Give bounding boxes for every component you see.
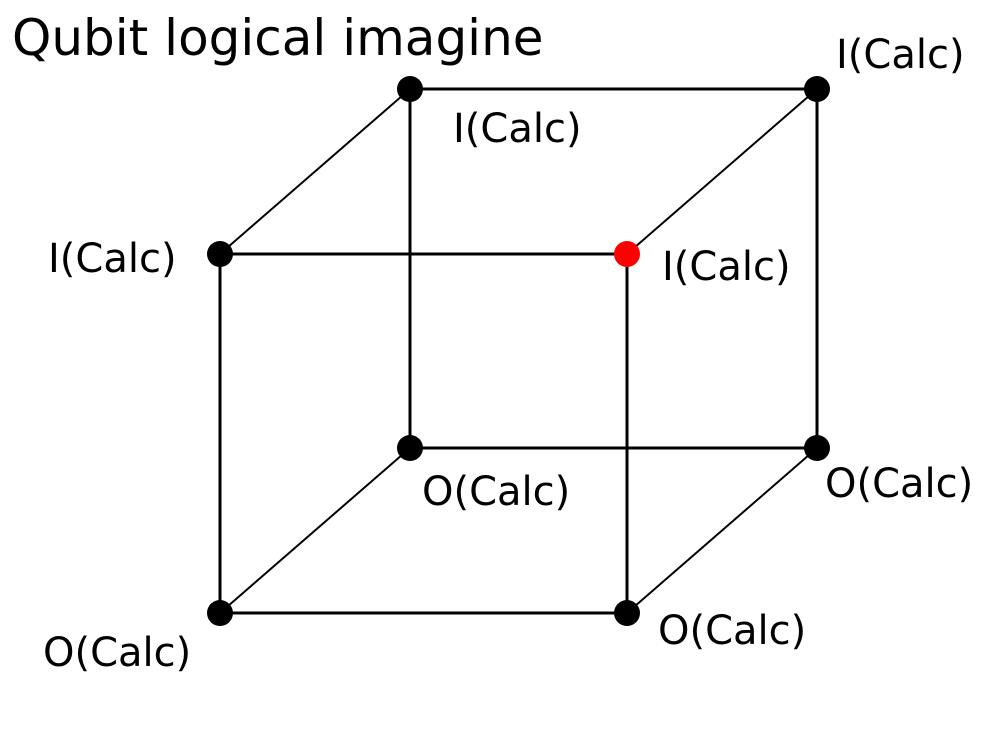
- label-front-top-right: I(Calc): [662, 244, 791, 290]
- vertex-back-bottom-right: [804, 435, 830, 461]
- vertex-front-top-left: [207, 241, 233, 267]
- edge-depth-top-right: [626, 88, 818, 255]
- cube-vertices: [207, 76, 830, 626]
- label-back-top-left: I(Calc): [453, 106, 582, 152]
- vertex-back-top-left: [397, 76, 423, 102]
- edge-depth-top-left: [219, 88, 411, 255]
- vertex-labels: I(Calc) I(Calc) I(Calc) I(Calc) O(Calc) …: [43, 32, 973, 676]
- label-front-bottom-right: O(Calc): [658, 608, 806, 654]
- diagram-title: Qubit logical imagine: [12, 9, 544, 67]
- label-front-bottom-left: O(Calc): [43, 630, 191, 676]
- vertex-front-top-right: [614, 241, 640, 267]
- edge-depth-bottom-left: [219, 447, 411, 614]
- edge-depth-bottom-right: [626, 447, 818, 614]
- vertex-front-bottom-right: [614, 600, 640, 626]
- vertex-front-bottom-left: [207, 600, 233, 626]
- label-back-bottom-right: O(Calc): [825, 461, 973, 507]
- label-back-top-right: I(Calc): [836, 32, 965, 78]
- cube-edges: [218, 87, 819, 615]
- vertex-back-top-right: [804, 76, 830, 102]
- label-front-top-left: I(Calc): [48, 236, 177, 282]
- vertex-back-bottom-left: [397, 435, 423, 461]
- label-back-bottom-left: O(Calc): [422, 469, 570, 515]
